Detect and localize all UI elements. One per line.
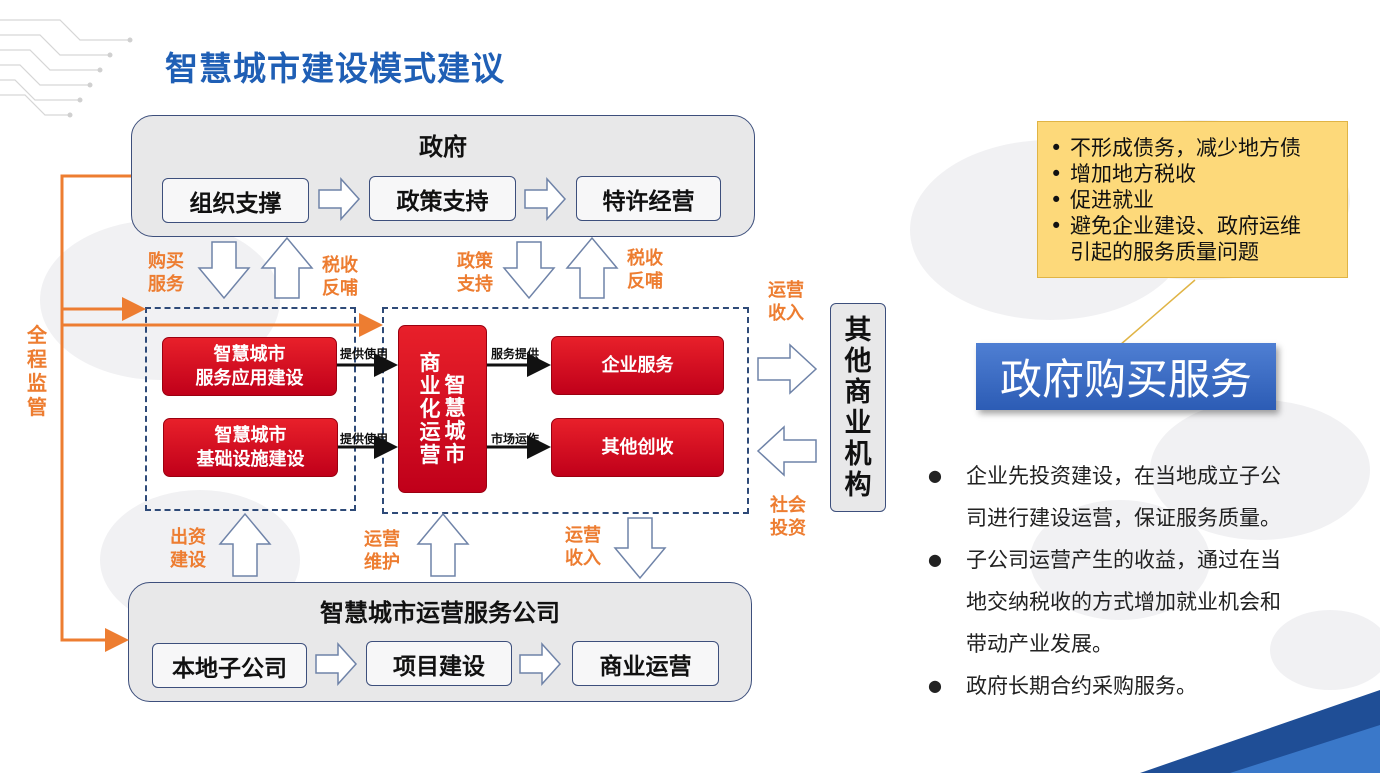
char: 商 [419, 350, 441, 375]
explanation-item: ● 政府长期合约采购服务。 [928, 665, 1348, 707]
bullet-dot: • [1050, 136, 1063, 160]
operating-income-label-top: 运营 收入 [768, 280, 804, 325]
provide-use-label-1: 提供使用 [340, 347, 389, 361]
char: 慧 [444, 396, 466, 420]
char: 智 [444, 373, 466, 397]
benefit-text: 促进就业 [1070, 188, 1154, 212]
char: 业 [844, 407, 872, 439]
fund-build-label: 出资 建设 [170, 527, 206, 572]
step-organization-support: 组织支撑 [162, 178, 309, 223]
explanation-text: 企业先投资建设，在当地成立子公 司进行建设运营，保证服务质量。 [966, 464, 1281, 530]
benefit-text: 不形成债务，减少地方债 [1070, 136, 1301, 160]
service-provide-label: 服务提供 [491, 347, 540, 361]
char: 商 [844, 376, 872, 408]
tax-feedback-label-2: 税收 反哺 [627, 248, 663, 293]
commercial-operation-box: 商 业 化 运 营 智 慧 城 市 [398, 325, 487, 493]
market-operation-label: 市场运作 [491, 432, 540, 446]
tax-feedback-label-1: 税收 反哺 [322, 255, 358, 300]
bullet-dot: • [1050, 214, 1063, 238]
char: 监 [27, 371, 47, 395]
operating-income-label-bottom: 运营 收入 [565, 525, 601, 570]
char: 其 [844, 314, 872, 346]
policy-support-label: 政策 支持 [457, 251, 493, 296]
step-policy-support: 政策支持 [369, 176, 516, 221]
enterprise-service-box: 企业服务 [551, 336, 724, 395]
bullet-dot: • [1050, 188, 1063, 212]
benefit-item: • 不形成债务，减少地方债 [1050, 135, 1347, 161]
service-application-build-box: 智慧城市 服务应用建设 [162, 337, 337, 396]
benefit-text: 增加地方税收 [1070, 162, 1196, 186]
step-project-build: 项目建设 [366, 641, 512, 686]
operation-group [382, 307, 749, 514]
char: 城 [444, 419, 466, 443]
social-investment-label: 社会 投资 [770, 495, 806, 540]
explanation-list: ● 企业先投资建设，在当地成立子公 司进行建设运营，保证服务质量。 ● 子公司运营产… [928, 455, 1348, 707]
buy-service-label: 购买 服务 [148, 251, 184, 296]
char: 营 [419, 442, 441, 467]
other-commercial-institutions-box: 其 他 商 业 机 构 [830, 303, 886, 512]
commercial-col-2: 智 慧 城 市 [445, 374, 466, 466]
bullet-dot: ● [928, 550, 942, 569]
government-title: 政府 [419, 133, 467, 161]
page-title: 智慧城市建设模式建议 [165, 49, 505, 88]
char: 管 [27, 395, 47, 419]
char: 运 [419, 419, 441, 444]
char: 构 [844, 469, 872, 501]
commercial-col-1: 商 业 化 运 营 [419, 350, 441, 467]
infrastructure-build-box: 智慧城市 基础设施建设 [163, 418, 338, 477]
step-franchise: 特许经营 [576, 176, 721, 221]
explanation-item: ● 子公司运营产生的收益，通过在当 地交纳税收的方式增加就业机会和 带动产业发展。 [928, 539, 1348, 665]
char: 他 [844, 345, 872, 377]
full-supervision-label: 全 程 监 管 [27, 323, 47, 419]
char: 业 [419, 373, 441, 398]
company-title: 智慧城市运营服务公司 [320, 599, 560, 627]
char: 程 [27, 347, 47, 371]
benefit-item: • 促进就业 [1050, 187, 1347, 213]
other-income-box: 其他创收 [551, 418, 724, 477]
step-commercial-operation: 商业运营 [572, 641, 719, 686]
bullet-dot: • [1050, 162, 1063, 186]
char: 全 [27, 323, 47, 347]
char: 市 [444, 442, 466, 466]
benefit-item: • 增加地方税收 [1050, 161, 1347, 187]
explanation-item: ● 企业先投资建设，在当地成立子公 司进行建设运营，保证服务质量。 [928, 455, 1348, 539]
bullet-dot: ● [928, 676, 942, 695]
explanation-text: 子公司运营产生的收益，通过在当 地交纳税收的方式增加就业机会和 带动产业发展。 [966, 548, 1281, 656]
provide-use-label-2: 提供使用 [340, 432, 389, 446]
bullet-dot: ● [928, 466, 942, 485]
benefit-text: 避免企业建设、政府运维 引起的服务质量问题 [1070, 214, 1301, 264]
char: 化 [419, 396, 441, 421]
benefit-item: • 避免企业建设、政府运维 引起的服务质量问题 [1050, 213, 1347, 265]
benefits-note: • 不形成债务，减少地方债 • 增加地方税收 • 促进就业 • 避免企业建设、政府运维 … [1037, 121, 1348, 278]
government-purchase-banner: 政府购买服务 [976, 343, 1276, 410]
step-local-subsidiary: 本地子公司 [152, 643, 307, 688]
char: 机 [844, 438, 872, 470]
build-group [145, 307, 356, 511]
explanation-text: 政府长期合约采购服务。 [966, 674, 1197, 698]
operation-maintenance-label: 运营 维护 [364, 529, 400, 574]
